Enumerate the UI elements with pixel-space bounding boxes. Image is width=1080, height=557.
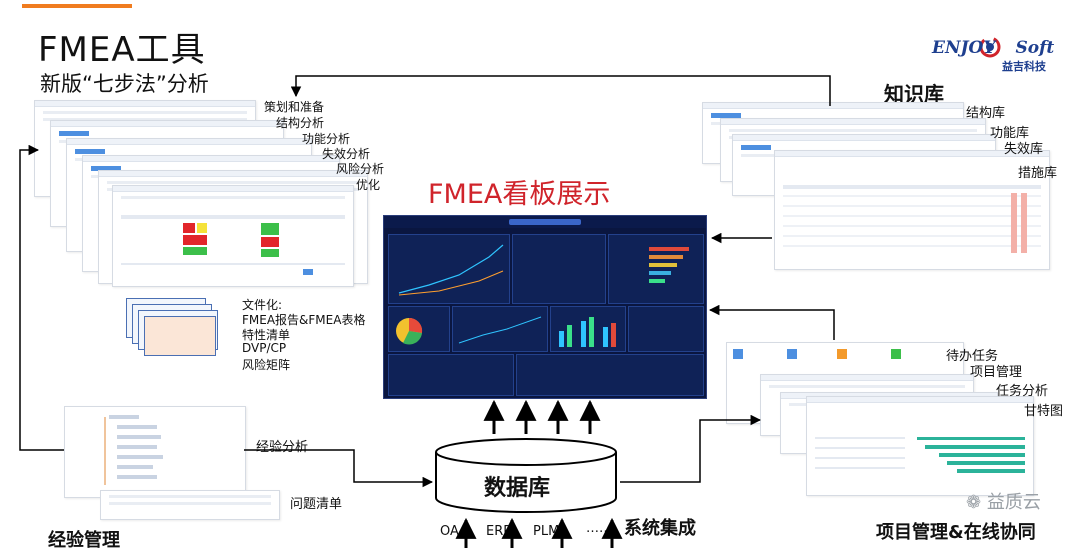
dash-panel bbox=[512, 234, 606, 304]
doc-label-characteristics: 特性清单 bbox=[242, 328, 291, 342]
screen-experience-tree bbox=[64, 406, 246, 498]
logo-brand-left: ENJOY bbox=[932, 38, 996, 58]
database-cylinder-icon bbox=[435, 438, 617, 513]
dash-panel bbox=[388, 306, 450, 352]
project-item-task-analysis: 任务分析 bbox=[996, 384, 1049, 399]
integration-label: 系统集成 bbox=[624, 518, 696, 539]
knowledge-item-failure: 失效库 bbox=[1004, 142, 1044, 157]
step-label-6: 优化 bbox=[356, 178, 381, 192]
database-label: 数据库 bbox=[484, 476, 551, 501]
screen-step-6 bbox=[112, 185, 354, 287]
knowledge-item-measure: 措施库 bbox=[1018, 166, 1058, 181]
project-item-gantt: 甘特图 bbox=[1024, 404, 1064, 419]
dash-panel bbox=[516, 354, 704, 396]
experience-title: 经验管理 bbox=[48, 530, 120, 551]
doc-label-dvp: DVP/CP bbox=[242, 341, 287, 355]
page-title: FMEA工具 bbox=[38, 30, 206, 70]
dash-panel bbox=[388, 234, 510, 304]
step-label-4: 失效分析 bbox=[322, 147, 371, 161]
project-item-management: 项目管理 bbox=[970, 365, 1023, 380]
logo-brand-right: Soft bbox=[1015, 38, 1055, 58]
project-title: 项目管理&在线协同 bbox=[876, 522, 1036, 543]
enjoysoft-logo: ENJOY Soft 益吉科技 bbox=[932, 36, 1055, 76]
doc-label-risk-matrix: 风险矩阵 bbox=[242, 358, 291, 372]
project-item-todo: 待办任务 bbox=[946, 349, 999, 364]
fmea-table-thumbnail bbox=[121, 215, 345, 275]
watermark-text: 益质云 bbox=[986, 492, 1041, 513]
screen-measure-lib bbox=[774, 150, 1050, 270]
doc-label-report: FMEA报告&FMEA表格 bbox=[242, 313, 366, 327]
logo-swirl-icon bbox=[979, 36, 1001, 58]
knowledge-item-structure: 结构库 bbox=[966, 106, 1006, 121]
dash-panel bbox=[550, 306, 626, 352]
dash-panel bbox=[388, 354, 514, 396]
experience-item-analysis: 经验分析 bbox=[256, 440, 309, 455]
dash-panel bbox=[452, 306, 548, 352]
document-sheet bbox=[144, 316, 216, 356]
knowledge-item-function: 功能库 bbox=[990, 126, 1030, 141]
step-label-5: 风险分析 bbox=[336, 162, 385, 176]
integration-source-oa: OA bbox=[440, 524, 459, 539]
experience-item-problems: 问题清单 bbox=[290, 497, 343, 512]
dashboard-title: FMEA看板展示 bbox=[428, 179, 611, 210]
screen-gantt bbox=[806, 396, 1034, 496]
step-label-3: 功能分析 bbox=[302, 132, 351, 146]
watermark: ❁ 益质云 bbox=[966, 488, 1041, 514]
step-label-2: 结构分析 bbox=[276, 116, 325, 130]
dash-panel bbox=[628, 306, 704, 352]
logo-subtitle: 益吉科技 bbox=[1002, 60, 1046, 73]
dash-panel bbox=[608, 234, 704, 304]
screen-problem-list bbox=[100, 490, 280, 520]
watermark-chat-icon: ❁ bbox=[966, 492, 982, 513]
dashboard-screenshot bbox=[383, 215, 707, 399]
accent-bar bbox=[22, 4, 132, 8]
step-label-1: 策划和准备 bbox=[264, 100, 325, 114]
page-subtitle: 新版“七步法”分析 bbox=[40, 72, 209, 96]
doc-label-title: 文件化: bbox=[242, 298, 283, 312]
